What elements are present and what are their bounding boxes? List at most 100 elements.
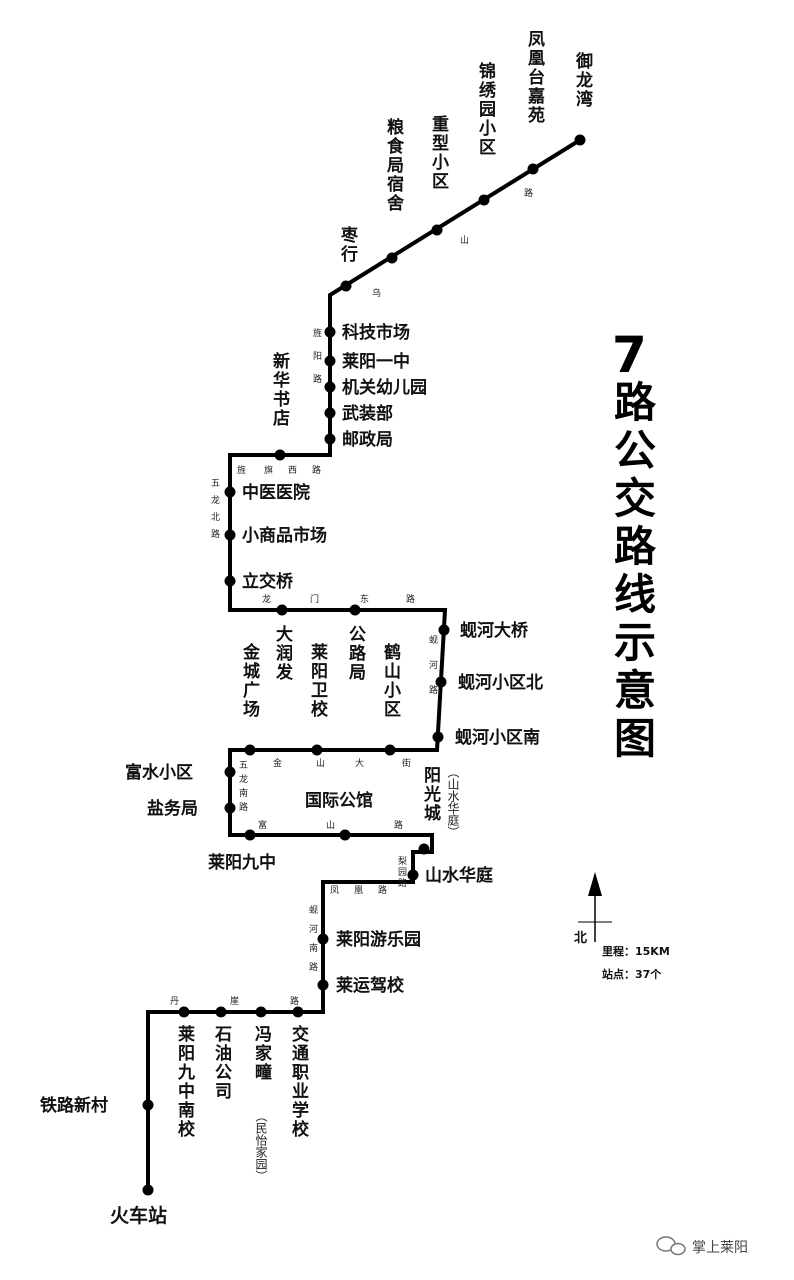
stop-dot (178, 1006, 190, 1018)
road-jingqi-xi-3: 西 (288, 465, 297, 476)
stop-dot (574, 134, 586, 146)
road-danya-2: 崖 (230, 996, 239, 1007)
station-fengjiatuan-alias: （民怡家园） (254, 1110, 268, 1182)
stop-dot (276, 604, 288, 616)
road-liyuan: 梨园路 (396, 855, 407, 889)
stop-dot (215, 1006, 227, 1018)
stop-dot (311, 744, 323, 756)
stop-dot (224, 486, 236, 498)
road-jingqi-xi-1: 旌 (237, 464, 246, 476)
station-jiaotong-zhiye-xuexiao: 交通职业学校 (288, 1024, 309, 1139)
stop-dot (324, 433, 336, 445)
station-xinhua-shudian: 新华书店 (269, 351, 290, 428)
road-wushan-3: 路 (524, 187, 533, 199)
road-jinshan-dajie-4: 街 (402, 757, 411, 769)
station-laiyang-yizhong: 莱阳一中 (342, 351, 410, 372)
station-dots (142, 134, 586, 1196)
road-fushan-1: 富 (258, 819, 267, 831)
road-longmen-dong-3: 东 (360, 593, 369, 605)
road-jinshan-dajie-2: 山 (316, 758, 325, 769)
road-longmen-dong-4: 路 (406, 593, 415, 605)
north-label: 北 (574, 931, 587, 946)
station-shanshui-huating: 山水华庭 (425, 865, 493, 886)
stop-dot (478, 194, 490, 206)
stop-dot (255, 1006, 267, 1018)
road-longmen-dong-1: 龙 (262, 593, 271, 605)
stop-dot (527, 163, 539, 175)
stop-dot (244, 829, 256, 841)
road-longmen-dong-2: 门 (310, 593, 319, 605)
north-arrow-icon (578, 872, 612, 942)
station-jincheng-guangchang: 金城广场 (239, 642, 261, 719)
station-guoji-gongguan: 国际公馆 (305, 790, 373, 811)
road-fenghuang-1: 凤 (330, 885, 339, 896)
station-wuzhuangbu: 武装部 (342, 403, 393, 424)
stop-dot (224, 575, 236, 587)
legend-stop-count: 站点：37个 (602, 967, 662, 981)
road-fenghuang-3: 路 (378, 884, 387, 896)
road-xianhe-nan: 蚬河南路 (307, 904, 318, 981)
station-laiyang-youleyuan: 莱阳游乐园 (336, 929, 421, 950)
road-fushan-3: 路 (394, 819, 403, 831)
station-laiyun-jiaxiao: 莱运驾校 (336, 975, 405, 996)
station-xianhe-xiaoqu-bei: 蚬河小区北 (458, 672, 543, 693)
stop-dot (349, 604, 361, 616)
road-jingqi-xi-2: 旗 (264, 464, 273, 476)
stop-dot (324, 326, 336, 338)
stop-dot (431, 224, 443, 236)
stop-dot (142, 1184, 154, 1196)
station-xiaoshangpin-shichang: 小商品市场 (242, 525, 327, 546)
stop-dot (292, 1006, 304, 1018)
stop-dot (435, 676, 447, 688)
road-wushan-1: 乌 (372, 287, 381, 299)
station-youzhengju: 邮政局 (342, 429, 393, 450)
road-danya-1: 丹 (170, 996, 179, 1007)
stop-dot (244, 744, 256, 756)
stop-dot (324, 355, 336, 367)
road-jinshan-dajie-1: 金 (273, 757, 282, 769)
stop-dot (339, 829, 351, 841)
station-liangshiju: 粮食局宿舍 (383, 117, 404, 213)
stop-dot (274, 449, 286, 461)
wechat-icon (656, 1236, 686, 1256)
road-xianhe: 蚬河路 (427, 634, 438, 710)
station-gongluju: 公路局 (345, 625, 366, 682)
station-huochezhan: 火车站 (110, 1204, 167, 1227)
road-wulong-nan: 五龙南路 (237, 760, 248, 816)
stop-dot (224, 802, 236, 814)
road-wushan-2: 山 (460, 235, 469, 246)
station-keji-shichang: 科技市场 (342, 322, 410, 343)
station-lijiaoqiao: 立交桥 (242, 571, 294, 592)
station-zaohang: 枣行 (337, 225, 359, 264)
station-laiyang-jiuzhong: 莱阳九中 (208, 852, 276, 873)
stop-dot (324, 381, 336, 393)
road-jingqi-xi-4: 路 (312, 464, 321, 476)
station-yanwuju: 盐务局 (147, 798, 198, 819)
map-title-number: 7 (612, 326, 647, 384)
watermark-text: 掌上莱阳 (692, 1240, 748, 1256)
road-fushan-2: 山 (326, 820, 335, 831)
station-xianhe-xiaoqu-nan: 蚬河小区南 (455, 727, 540, 748)
stop-dot (418, 843, 430, 855)
stop-dot (317, 933, 329, 945)
stop-dot (432, 731, 444, 743)
road-jinshan-dajie-3: 大 (355, 757, 364, 769)
stop-dot (142, 1099, 154, 1111)
stop-dot (438, 624, 450, 636)
station-xianhe-daqiao: 蚬河大桥 (460, 620, 529, 641)
stop-dot (224, 766, 236, 778)
stop-dot (324, 407, 336, 419)
road-wulong-bei: 五龙北路 (209, 478, 220, 546)
station-heshan-xiaoqu: 鹤山小区 (380, 642, 401, 719)
road-jingyang: 旌阳路 (311, 327, 322, 397)
stop-dot (340, 280, 352, 292)
station-yangguangcheng-alias: （山水华庭） (446, 766, 460, 838)
stop-dot (384, 744, 396, 756)
road-fenghuang-2: 凰 (354, 885, 363, 896)
stop-dot (386, 252, 398, 264)
station-jiguan-youeryuan: 机关幼儿园 (342, 377, 427, 398)
station-darunfa: 大润发 (272, 624, 294, 682)
station-yulongwan: 御龙湾 (572, 51, 594, 109)
station-yangguangcheng: 阳光城 (420, 766, 442, 823)
